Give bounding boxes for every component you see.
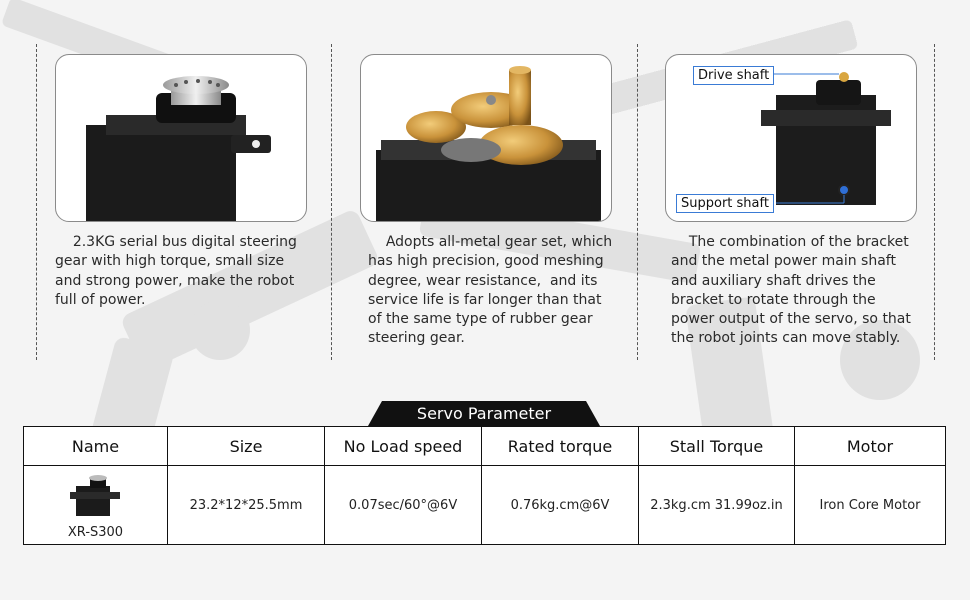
parameter-section-title: Servo Parameter xyxy=(368,401,600,426)
cell-motor: Iron Core Motor xyxy=(794,465,946,545)
divider-dashed xyxy=(36,44,37,360)
servo-thumbnail xyxy=(69,475,120,516)
header-name: Name xyxy=(23,426,168,466)
cell-size: 23.2*12*25.5mm xyxy=(167,465,325,545)
feature-image-servo xyxy=(55,54,307,222)
feature-description: The combination of the bracket and the m… xyxy=(671,234,916,347)
feature-description: Adopts all-metal gear set, which has hig… xyxy=(368,234,613,347)
divider-dashed xyxy=(637,44,638,360)
table-header-row: Name Size No Load speed Rated torque Sta… xyxy=(23,426,946,466)
parameter-title: Servo Parameter xyxy=(416,404,552,423)
callout-drive-shaft: Drive shaft xyxy=(693,66,775,85)
model-name: XR-S300 xyxy=(67,525,124,540)
cell-rated-torque: 0.76kg.cm@6V xyxy=(481,465,639,545)
header-stall-torque: Stall Torque xyxy=(638,426,795,466)
cell-name: XR-S300 xyxy=(23,465,168,545)
cell-no-load-speed: 0.07sec/60°@6V xyxy=(324,465,482,545)
header-rated-torque: Rated torque xyxy=(481,426,639,466)
feature-image-metal-gear xyxy=(360,54,612,222)
callout-support-shaft: Support shaft xyxy=(676,194,774,213)
feature-description: 2.3KG serial bus digital steering gear w… xyxy=(55,234,302,308)
header-motor: Motor xyxy=(794,426,946,466)
parameter-table: Name Size No Load speed Rated torque Sta… xyxy=(23,426,946,545)
cell-stall-torque: 2.3kg.cm 31.99oz.in xyxy=(638,465,795,545)
divider-dashed xyxy=(934,44,935,360)
header-size: Size xyxy=(167,426,325,466)
header-no-load-speed: No Load speed xyxy=(324,426,482,466)
divider-dashed xyxy=(331,44,332,360)
table-row: XR-S300 23.2*12*25.5mm 0.07sec/60°@6V 0.… xyxy=(23,465,946,545)
